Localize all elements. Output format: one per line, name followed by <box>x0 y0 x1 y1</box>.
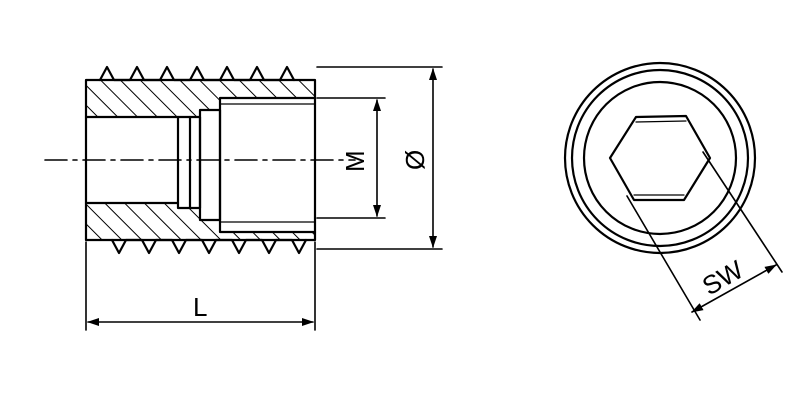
outer-circle <box>563 61 757 255</box>
chamfer-circle <box>570 68 750 248</box>
upper-wall-hatch <box>86 80 315 118</box>
end-view <box>563 61 757 255</box>
dimension-sw <box>626 151 783 321</box>
dimension-m <box>316 97 386 219</box>
thread-label: M <box>340 150 370 172</box>
section-view <box>44 65 356 255</box>
hex-flat-top <box>635 120 687 123</box>
length-label: L <box>193 292 207 322</box>
dimension-l <box>85 241 316 331</box>
thread-bore <box>218 96 317 234</box>
diameter-label: Ø <box>400 150 430 170</box>
inner-circle <box>582 80 738 236</box>
lower-wall-hatch <box>86 203 315 240</box>
hex-socket-end <box>608 114 712 202</box>
thread-bottom <box>110 238 308 255</box>
groove <box>198 108 222 222</box>
wrench-size-label: SW <box>697 254 749 301</box>
thread-top <box>98 65 296 82</box>
dimension-diameter <box>316 66 443 250</box>
